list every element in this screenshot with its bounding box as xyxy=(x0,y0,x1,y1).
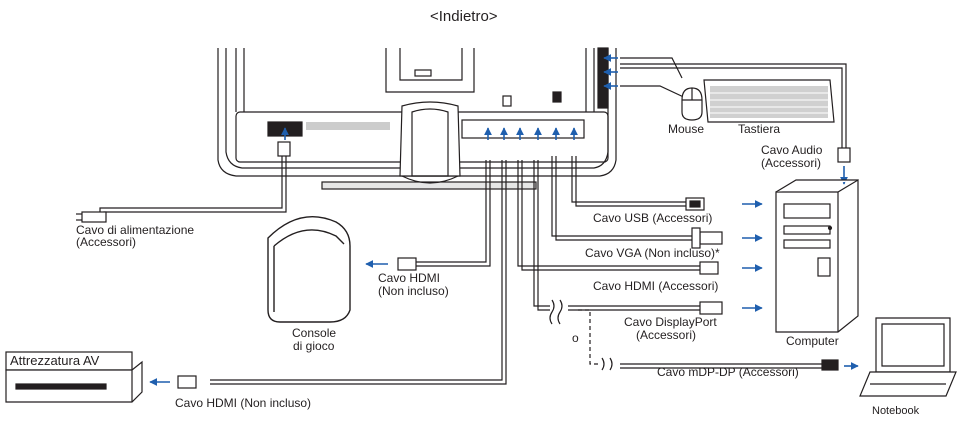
usb-cable-label: Cavo USB (Accessori) xyxy=(593,211,713,225)
hdmi-cable-console-label-2: (Non incluso) xyxy=(378,284,449,298)
cable-break-symbols xyxy=(549,299,613,371)
computer-icon xyxy=(775,178,859,333)
keyboard-icon xyxy=(703,79,835,123)
cables xyxy=(99,57,851,385)
mouse-label: Mouse xyxy=(668,122,705,136)
or-label: o xyxy=(572,331,579,345)
notebook-label: Notebook xyxy=(872,405,920,417)
console-label-2: di gioco xyxy=(293,339,335,353)
vga-cable-label: Cavo VGA (Non incluso)* xyxy=(585,246,720,260)
mdp-cable-label: Cavo mDP-DP (Accessori) xyxy=(657,365,799,379)
console-icon xyxy=(267,215,351,323)
displayport-cable-label-2: (Accessori) xyxy=(636,328,697,342)
av-equipment-label: Attrezzatura AV xyxy=(10,353,100,368)
port-arrows xyxy=(281,54,618,140)
audio-cable-label-1: Cavo Audio xyxy=(761,143,823,157)
connector-plugs xyxy=(76,197,839,389)
notebook-icon xyxy=(859,317,957,397)
power-cable-label-2: (Accessori) xyxy=(76,235,137,249)
console-label-1: Console xyxy=(292,326,337,340)
av-equipment-icon xyxy=(5,351,143,403)
monitor-back xyxy=(217,47,617,190)
hdmi-cable-av-label: Cavo HDMI (Non incluso) xyxy=(175,396,312,410)
power-cable-label-1: Cavo di alimentazione xyxy=(76,223,195,237)
mouse-icon xyxy=(681,87,703,121)
computer-label: Computer xyxy=(786,334,839,348)
hdmi-cable-console-label-1: Cavo HDMI xyxy=(378,271,441,285)
displayport-cable-label-1: Cavo DisplayPort xyxy=(624,315,717,329)
hdmi-cable-pc-label: Cavo HDMI (Accessori) xyxy=(593,279,719,293)
audio-cable-label-2: (Accessori) xyxy=(761,156,822,170)
device-arrows xyxy=(149,166,859,386)
page-title: <Indietro> xyxy=(430,8,498,25)
keyboard-label: Tastiera xyxy=(738,122,781,136)
